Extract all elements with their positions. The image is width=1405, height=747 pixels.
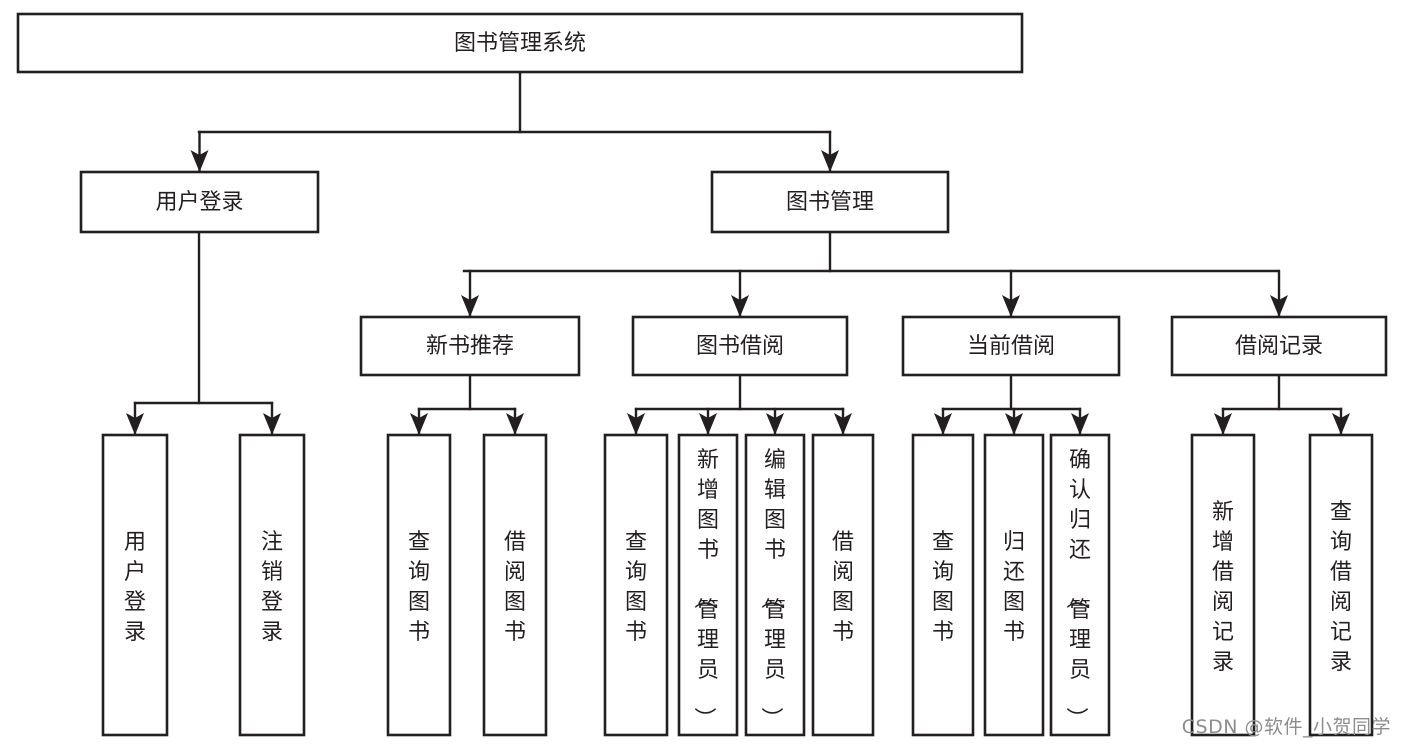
node-label-leaf-query-record: 查询借阅记录 [1330, 500, 1352, 675]
arrowhead-icon [699, 413, 717, 435]
node-box-borrow-record[interactable] [1170, 315, 1388, 377]
arrowhead-icon [1332, 413, 1350, 435]
node-leaf-query-book-2[interactable]: 查询图书 [603, 433, 669, 737]
arrowhead-icon [1005, 413, 1023, 435]
node-label-leaf-user-login: 用户登录 [124, 530, 146, 645]
node-label-leaf-borrow-book-2: 借阅图书 [832, 530, 854, 645]
node-box-root[interactable] [16, 12, 1024, 74]
arrowhead-icon [506, 413, 524, 435]
node-leaf-add-book[interactable]: 新增图书（管理员） [677, 433, 739, 737]
node-label-current-borrow: 当前借阅 [967, 334, 1055, 359]
node-leaf-query-book-1[interactable]: 查询图书 [386, 433, 452, 737]
node-label-leaf-user-logout: 注销登录 [261, 530, 283, 645]
node-label-borrow-record: 借阅记录 [1235, 334, 1323, 359]
node-leaf-user-logout[interactable]: 注销登录 [238, 433, 306, 737]
node-label-leaf-edit-book: 编辑图书（管理员） [758, 448, 786, 729]
arrowhead-icon [821, 150, 839, 172]
node-box-new-book-rec[interactable] [359, 315, 581, 377]
arrowhead-icon [126, 413, 144, 435]
node-root[interactable]: 图书管理系统 [16, 12, 1024, 74]
node-label-leaf-borrow-book-1: 借阅图书 [504, 530, 526, 645]
node-box-leaf-query-record[interactable] [1308, 433, 1374, 737]
node-box-leaf-query-book-1[interactable] [386, 433, 452, 737]
node-leaf-query-record[interactable]: 查询借阅记录 [1308, 433, 1374, 737]
node-box-leaf-user-login[interactable] [101, 433, 169, 737]
node-label-book-borrow: 图书借阅 [696, 334, 784, 359]
arrowhead-icon [627, 413, 645, 435]
node-leaf-add-record[interactable]: 新增借阅记录 [1190, 433, 1256, 737]
arrowhead-icon [263, 413, 281, 435]
node-box-book-manage[interactable] [710, 170, 950, 234]
arrowhead-icon [834, 413, 852, 435]
node-leaf-borrow-book-2[interactable]: 借阅图书 [811, 433, 875, 737]
node-user-login[interactable]: 用户登录 [79, 170, 320, 234]
edges-layer [126, 70, 1350, 435]
node-box-leaf-user-logout[interactable] [238, 433, 306, 737]
arrowhead-icon [1071, 413, 1089, 435]
node-label-leaf-return-book: 归还图书 [1003, 530, 1025, 645]
node-label-leaf-query-book-2: 查询图书 [625, 530, 647, 645]
arrowhead-icon [766, 413, 784, 435]
node-box-leaf-query-book-2[interactable] [603, 433, 669, 737]
node-label-book-manage: 图书管理 [786, 190, 874, 215]
node-box-leaf-borrow-book-1[interactable] [482, 433, 548, 737]
node-leaf-return-book[interactable]: 归还图书 [983, 433, 1045, 737]
node-label-user-login: 用户登录 [155, 190, 243, 215]
arrowhead-icon [1002, 295, 1020, 317]
node-label-root: 图书管理系统 [454, 31, 586, 56]
arrowhead-icon [1270, 295, 1288, 317]
node-label-leaf-add-record: 新增借阅记录 [1212, 500, 1234, 675]
node-box-leaf-add-record[interactable] [1190, 433, 1256, 737]
node-leaf-confirm-return[interactable]: 确认归还（管理员） [1049, 433, 1111, 737]
node-leaf-edit-book[interactable]: 编辑图书（管理员） [744, 433, 806, 737]
arrowhead-icon [461, 295, 479, 317]
node-box-user-login[interactable] [79, 170, 320, 234]
node-new-book-rec[interactable]: 新书推荐 [359, 315, 581, 377]
node-leaf-query-book-3[interactable]: 查询图书 [911, 433, 975, 737]
arrowhead-icon [190, 150, 209, 172]
node-book-borrow[interactable]: 图书借阅 [631, 315, 849, 377]
node-box-leaf-borrow-book-2[interactable] [811, 433, 875, 737]
node-book-manage[interactable]: 图书管理 [710, 170, 950, 234]
node-box-leaf-add-book[interactable] [677, 433, 739, 737]
node-box-leaf-confirm-return[interactable] [1049, 433, 1111, 737]
node-borrow-record[interactable]: 借阅记录 [1170, 315, 1388, 377]
node-label-leaf-query-book-1: 查询图书 [408, 530, 430, 645]
arrowhead-icon [1214, 413, 1232, 435]
arrowhead-icon [934, 413, 952, 435]
nodes-layer: 图书管理系统用户登录图书管理新书推荐图书借阅当前借阅借阅记录用户登录注销登录查询… [16, 12, 1388, 737]
node-leaf-user-login[interactable]: 用户登录 [101, 433, 169, 737]
arrowhead-icon [731, 295, 749, 317]
node-label-leaf-add-book: 新增图书（管理员） [691, 448, 719, 729]
node-leaf-borrow-book-1[interactable]: 借阅图书 [482, 433, 548, 737]
arrowhead-icon [410, 413, 428, 435]
node-box-leaf-return-book[interactable] [983, 433, 1045, 737]
node-box-leaf-edit-book[interactable] [744, 433, 806, 737]
node-current-borrow[interactable]: 当前借阅 [901, 315, 1121, 377]
node-label-leaf-confirm-return: 确认归还（管理员） [1063, 448, 1091, 729]
node-label-leaf-query-book-3: 查询图书 [932, 530, 954, 645]
node-box-book-borrow[interactable] [631, 315, 849, 377]
node-box-leaf-query-book-3[interactable] [911, 433, 975, 737]
node-label-new-book-rec: 新书推荐 [426, 334, 514, 359]
node-box-current-borrow[interactable] [901, 315, 1121, 377]
